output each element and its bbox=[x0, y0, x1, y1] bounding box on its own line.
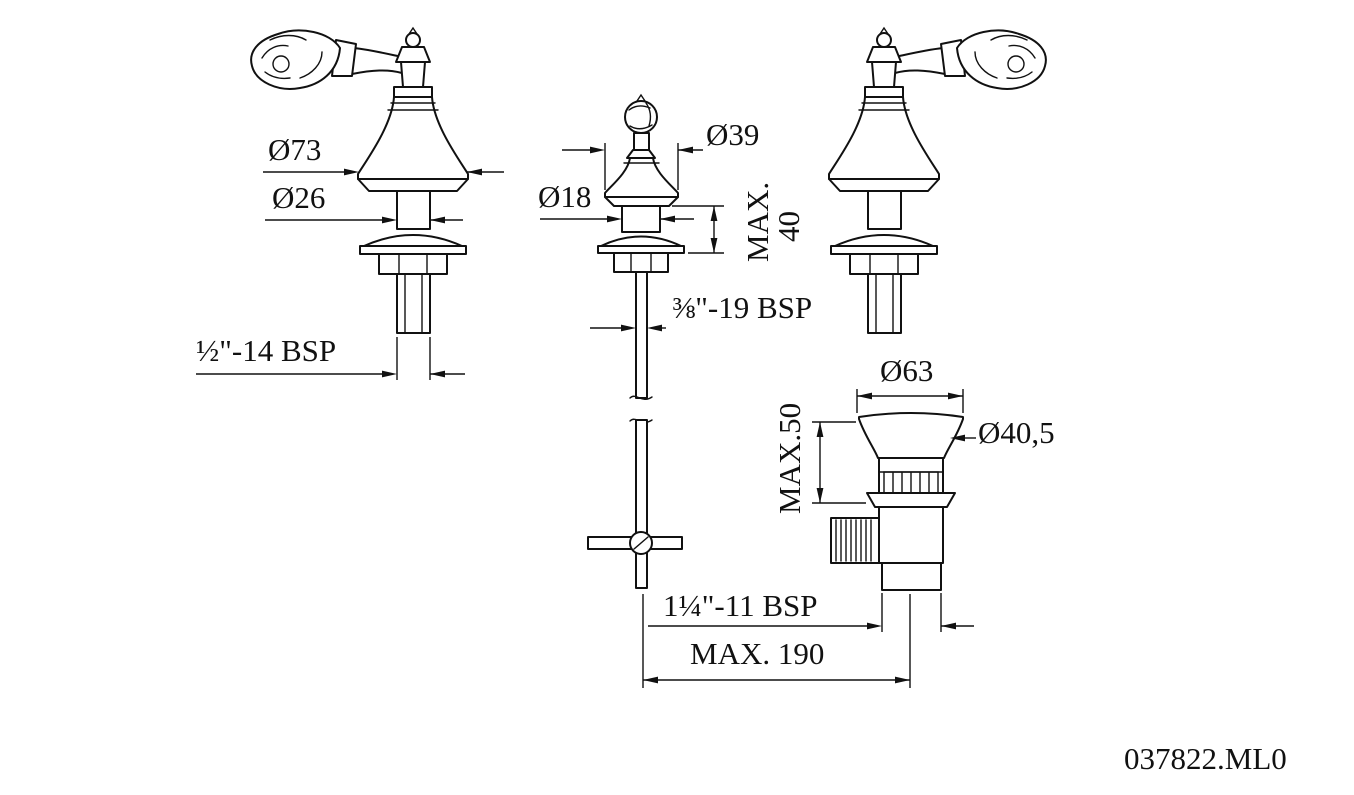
left-escutcheon bbox=[363, 234, 463, 247]
drain-head bbox=[858, 412, 964, 459]
right-finial-tip bbox=[879, 26, 889, 35]
right-flange-lip bbox=[830, 245, 938, 255]
left-hub-cap bbox=[395, 46, 431, 63]
dim-label-dia73: Ø73 bbox=[268, 132, 321, 167]
left-hub-stem bbox=[400, 61, 426, 88]
left-hub-ring bbox=[393, 86, 433, 98]
dim-arrow bbox=[643, 676, 658, 684]
right-hub-cap bbox=[866, 46, 902, 63]
part-number: 037822.ML0 bbox=[1124, 741, 1287, 776]
dim-arrow bbox=[816, 422, 824, 437]
dim-label-max-190: MAX. 190 bbox=[690, 636, 824, 671]
left-handle-swirl bbox=[299, 51, 323, 79]
left-neck bbox=[396, 190, 431, 230]
right-hub-ring bbox=[864, 86, 904, 98]
right-bell-skirt bbox=[828, 178, 940, 192]
dim-arrow bbox=[950, 434, 965, 442]
right-finial-ball bbox=[876, 32, 892, 48]
dim-arrow bbox=[344, 168, 359, 176]
right-shank bbox=[867, 273, 902, 334]
dim-label-dia63: Ø63 bbox=[880, 353, 933, 388]
left-finial-ball bbox=[405, 32, 421, 48]
dim-label-max-40: MAX. 40 bbox=[740, 174, 806, 262]
drain-knurled-nut bbox=[830, 517, 880, 564]
popup-rod-assembly bbox=[587, 93, 685, 589]
dimension-annotations: Ø73 Ø26 ½"-14 BSP Ø39 Ø18 bbox=[196, 117, 1055, 688]
popup-knob-collar bbox=[626, 149, 656, 159]
dim-label-thread-three-eighths: ⅜"-19 BSP bbox=[672, 290, 812, 325]
left-shank bbox=[396, 273, 431, 334]
right-handle-swirl bbox=[974, 51, 998, 79]
popup-locknut bbox=[613, 252, 669, 273]
popup-knob-stem bbox=[633, 132, 650, 151]
left-handle-swirl bbox=[264, 71, 291, 80]
drain-assembly bbox=[830, 412, 964, 591]
dim-arrow bbox=[816, 488, 824, 503]
right-crystal-handle bbox=[956, 29, 1047, 90]
popup-knob-swirl bbox=[645, 102, 652, 127]
right-escutcheon bbox=[834, 234, 934, 247]
dim-label-max-50: MAX.50 bbox=[772, 403, 807, 514]
popup-bell-skirt bbox=[604, 196, 679, 207]
popup-escutcheon bbox=[600, 235, 682, 247]
left-handle-swirl bbox=[261, 44, 289, 59]
dim-arrow bbox=[607, 215, 622, 223]
popup-neck bbox=[621, 205, 661, 233]
dim-label-thread-one-quarter: 1¼"-11 BSP bbox=[663, 588, 818, 623]
right-neck bbox=[867, 190, 902, 230]
drain-lower-body bbox=[878, 506, 944, 564]
dim-arrow bbox=[621, 324, 636, 332]
ball-joint-slot bbox=[633, 536, 649, 550]
dim-label-dia26: Ø26 bbox=[272, 180, 325, 215]
dim-arrow bbox=[941, 622, 956, 630]
left-handle-swirl bbox=[272, 55, 290, 73]
dim-label-dia39: Ø39 bbox=[706, 117, 759, 152]
dim-arrow bbox=[678, 146, 693, 154]
dim-arrow bbox=[430, 370, 445, 378]
dim-arrow bbox=[467, 168, 482, 176]
right-handle-swirl bbox=[1008, 44, 1036, 59]
left-bell-skirt bbox=[357, 178, 469, 192]
dim-arrow bbox=[382, 216, 397, 224]
dim-arrow bbox=[647, 324, 662, 332]
dim-arrow bbox=[895, 676, 910, 684]
right-locknut bbox=[849, 253, 919, 275]
dim-arrow bbox=[430, 216, 445, 224]
left-crystal-handle bbox=[250, 29, 341, 90]
popup-rod-upper bbox=[635, 271, 648, 399]
dim-arrow bbox=[948, 392, 963, 400]
left-flange-lip bbox=[359, 245, 467, 255]
dim-arrow bbox=[867, 622, 882, 630]
left-handle-swirl bbox=[269, 34, 307, 41]
drain-flange bbox=[866, 492, 956, 508]
knurl-lines bbox=[835, 519, 872, 562]
dim-arrow bbox=[710, 206, 718, 221]
popup-knob-tip bbox=[636, 93, 646, 102]
dim-arrow bbox=[857, 392, 872, 400]
popup-bell bbox=[604, 157, 679, 198]
right-lever bbox=[894, 47, 946, 75]
left-lever bbox=[351, 47, 403, 75]
dim-label-thread-half-inch: ½"-14 BSP bbox=[196, 333, 336, 368]
left-finial-tip bbox=[408, 26, 418, 35]
right-handle-swirl bbox=[1007, 55, 1025, 73]
popup-knob-swirl bbox=[629, 124, 653, 130]
left-valve bbox=[250, 26, 469, 334]
dim-arrow bbox=[660, 215, 675, 223]
drain-tailpiece bbox=[881, 562, 942, 591]
dim-arrow bbox=[382, 370, 397, 378]
dim-label-dia18: Ø18 bbox=[538, 179, 591, 214]
dim-arrow bbox=[590, 146, 605, 154]
popup-flange-lip bbox=[597, 245, 685, 254]
right-handle-swirl bbox=[990, 34, 1028, 41]
right-hub-stem bbox=[871, 61, 897, 88]
rod-break-line bbox=[629, 395, 653, 400]
popup-rod-lower bbox=[635, 419, 648, 589]
left-locknut bbox=[378, 253, 448, 275]
right-handle-swirl bbox=[1006, 71, 1033, 80]
dim-arrow bbox=[710, 238, 718, 253]
dim-label-dia40-5: Ø40,5 bbox=[978, 415, 1055, 450]
right-valve bbox=[828, 26, 1047, 334]
